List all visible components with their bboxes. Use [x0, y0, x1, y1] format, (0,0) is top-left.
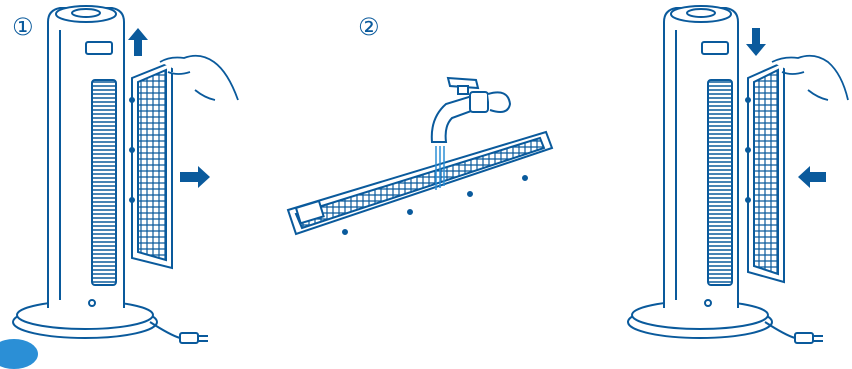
arrow-down-icon: [746, 28, 766, 56]
arrow-left-icon: [798, 166, 826, 188]
plug-right: [795, 333, 823, 343]
corner-tab: [0, 339, 38, 369]
arrow-up-icon: [128, 28, 148, 56]
filter-inserted-right: [746, 62, 784, 282]
filter-removed-left: [130, 62, 172, 268]
filter-washing: [288, 132, 552, 234]
faucet-icon: [432, 78, 510, 142]
plug-left: [180, 333, 208, 343]
arrow-right-icon: [180, 166, 210, 188]
